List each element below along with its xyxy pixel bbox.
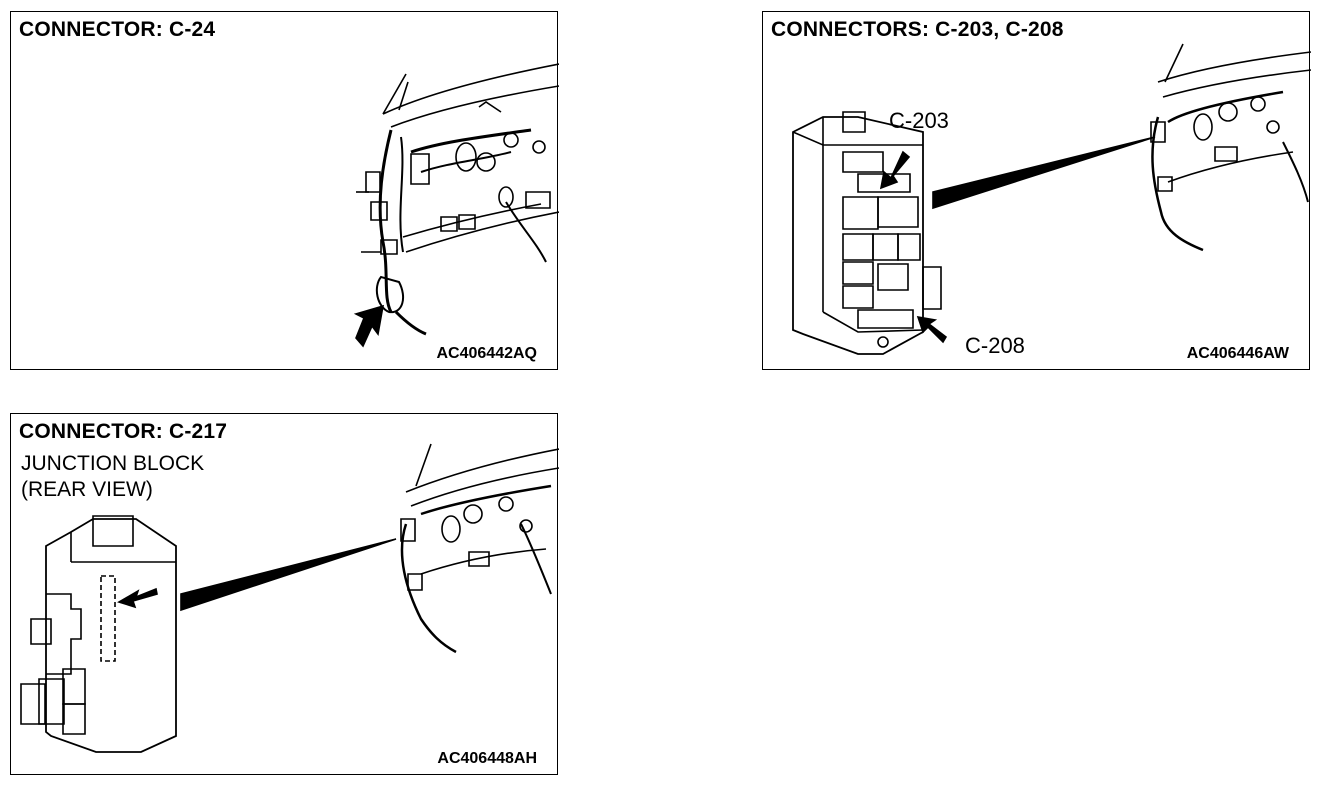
panel-title: CONNECTOR: C-24 (19, 18, 216, 41)
callout-c208: C-208 (965, 333, 1025, 358)
diagram-panel-c203-c208: CONNECTORS: C-203, C-208 (762, 11, 1310, 370)
figure-code: AC406442AQ (436, 345, 538, 362)
figure-code: AC406448AH (437, 750, 537, 767)
subtitle-line-1: JUNCTION BLOCK (21, 452, 205, 475)
panel-title: CONNECTORS: C-203, C-208 (771, 18, 1064, 41)
junction-block-illustration (763, 12, 1311, 371)
diagram-panel-c217: CONNECTOR: C-217 JUNCTION BLOCK (REAR VI… (10, 413, 558, 775)
diagram-panel-c24: CONNECTOR: C-24 (10, 11, 558, 370)
subtitle-line-2: (REAR VIEW) (21, 478, 153, 501)
figure-code: AC406446AW (1186, 345, 1289, 362)
panel-title: CONNECTOR: C-217 (19, 420, 228, 443)
junction-block-rear-illustration (11, 414, 559, 776)
dashboard-harness-illustration (353, 12, 559, 348)
callout-c203: C-203 (889, 108, 949, 133)
